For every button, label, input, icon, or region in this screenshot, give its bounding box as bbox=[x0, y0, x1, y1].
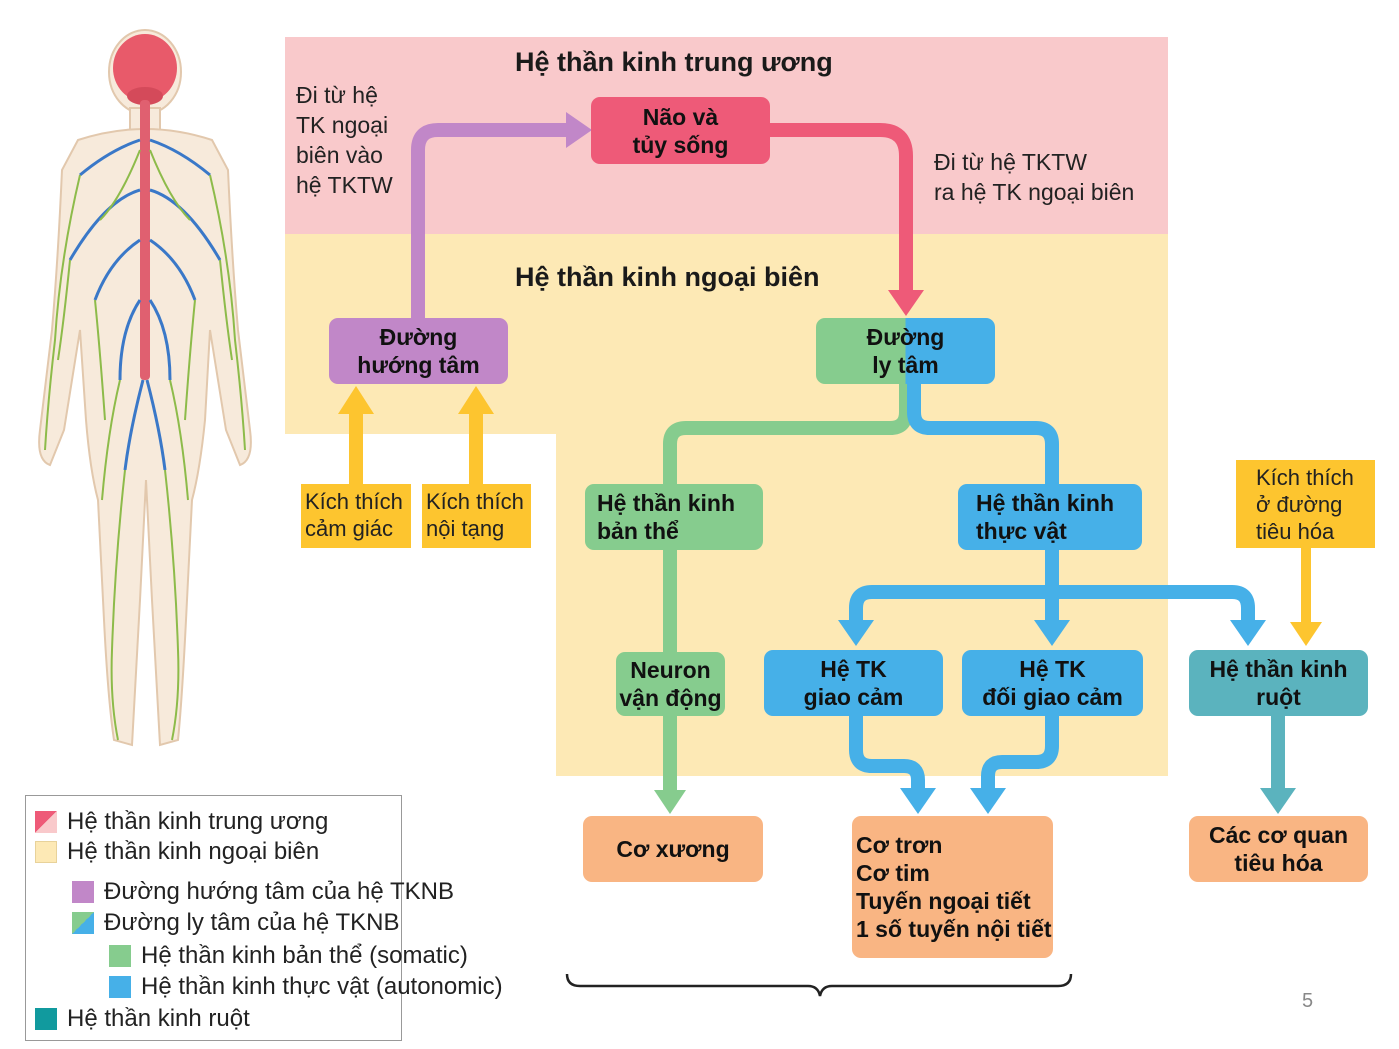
legend-swatch-enteric bbox=[35, 1008, 57, 1030]
somatic-nervous-system-node: Hệ thần kinh bản thể bbox=[585, 484, 763, 550]
legend-swatch-pns bbox=[35, 841, 57, 863]
enteric-nervous-system-node: Hệ thần kinh ruột bbox=[1189, 650, 1368, 716]
legend-swatch-afferent bbox=[72, 881, 94, 903]
legend-swatch-autonomic bbox=[109, 976, 131, 998]
bracket bbox=[565, 973, 1073, 997]
sensory-stimulus: Kích thích cảm giác bbox=[301, 484, 411, 548]
effectors-node: Cơ trơn Cơ tim Tuyến ngoại tiết 1 số tuy… bbox=[852, 816, 1053, 958]
legend-item-afferent: Đường hướng tâm của hệ TKNB bbox=[72, 878, 454, 906]
digestive-stimulus: Kích thích ở đường tiêu hóa bbox=[1236, 460, 1375, 548]
autonomic-nervous-system-node: Hệ thần kinh thực vật bbox=[958, 484, 1142, 550]
motor-neuron-node: Neuron vận động bbox=[616, 652, 725, 716]
efferent-pathway-node: Đường ly tâm bbox=[816, 318, 995, 384]
legend-item-efferent: Đường ly tâm của hệ TKNB bbox=[72, 909, 399, 937]
afferent-note: Đi từ hệ TK ngoại biên vào hệ TKTW bbox=[296, 82, 393, 198]
skeletal-muscle-node: Cơ xương bbox=[583, 816, 763, 882]
efferent-note: Đi từ hệ TKTW ra hệ TK ngoại biên bbox=[934, 149, 1135, 205]
legend-swatch-somatic bbox=[109, 945, 131, 967]
legend-item-autonomic: Hệ thần kinh thực vật (autonomic) bbox=[109, 973, 503, 1001]
legend-item-enteric: Hệ thần kinh ruột bbox=[35, 1005, 250, 1033]
nervous-system-figure bbox=[38, 29, 252, 747]
legend-item-cns: Hệ thần kinh trung ương bbox=[35, 808, 328, 836]
cns-title: Hệ thần kinh trung ương bbox=[515, 47, 833, 77]
digestive-organs-node: Các cơ quan tiêu hóa bbox=[1189, 816, 1368, 882]
visceral-stimulus: Kích thích nội tạng bbox=[422, 484, 531, 548]
pns-title: Hệ thần kinh ngoại biên bbox=[515, 262, 820, 292]
legend-swatch-cns bbox=[35, 811, 57, 833]
legend-item-pns: Hệ thần kinh ngoại biên bbox=[35, 838, 319, 866]
legend-swatch-efferent bbox=[72, 912, 94, 934]
brain-spinal-cord-node: Não và tủy sống bbox=[591, 97, 770, 164]
parasympathetic-node: Hệ TK đối giao cảm bbox=[962, 650, 1143, 716]
afferent-pathway-node: Đường hướng tâm bbox=[329, 318, 508, 384]
page-number: 5 bbox=[1302, 990, 1314, 1012]
legend-item-somatic: Hệ thần kinh bản thể (somatic) bbox=[109, 942, 468, 970]
sympathetic-node: Hệ TK giao cảm bbox=[764, 650, 943, 716]
